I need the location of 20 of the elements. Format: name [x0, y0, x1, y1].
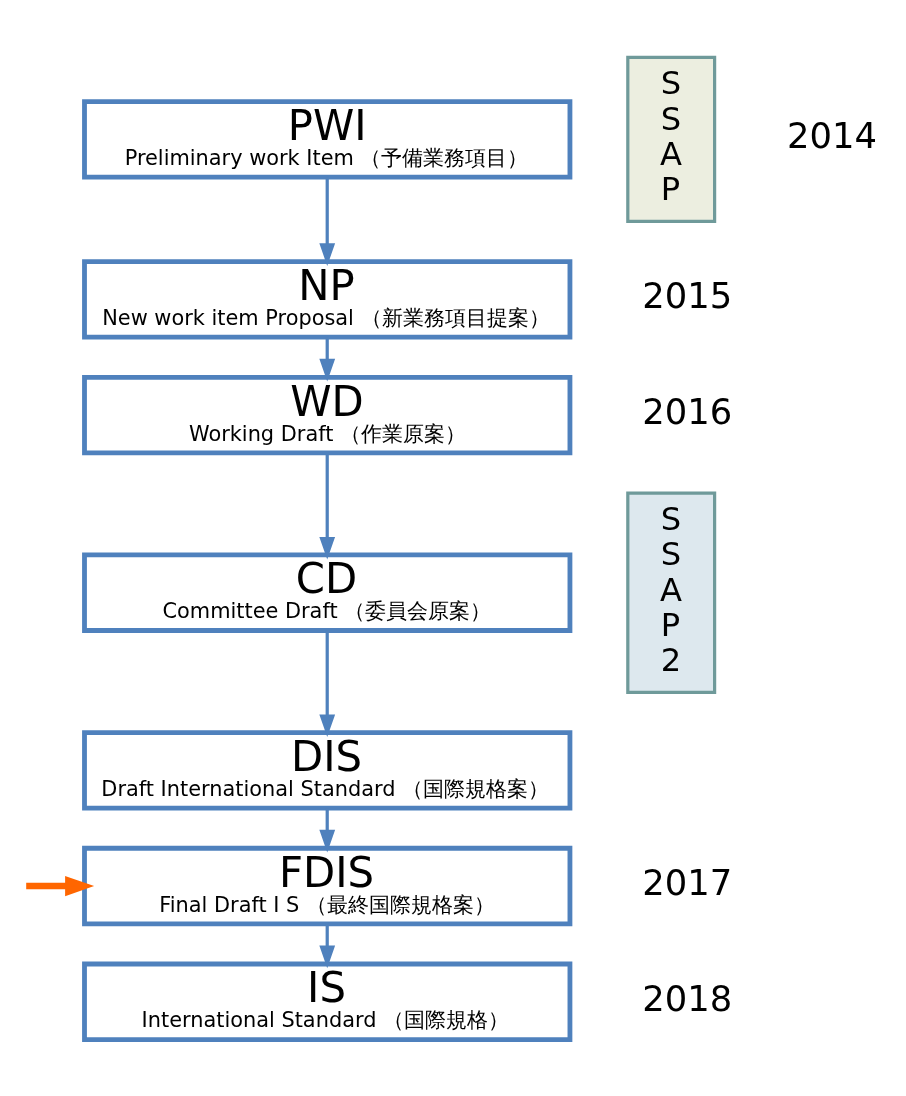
- node-box: WD Working Draft （作業原案）: [82, 374, 573, 455]
- label: 2015: [642, 274, 733, 316]
- label: 2014: [786, 114, 877, 156]
- node-box: CD Committee Draft （委員会原案）: [82, 552, 573, 633]
- node-box: PWI Preliminary work Item （予備業務項目）: [82, 98, 573, 180]
- arrow: [319, 630, 336, 737]
- arrow: [319, 807, 336, 852]
- node-box: FDIS Final Draft I S （最終国際規格案）: [82, 845, 573, 926]
- node-box: DIS Draft International Standard （国際規格案）: [82, 729, 573, 810]
- label: 2018: [642, 977, 733, 1019]
- node-box: IS International Standard （国際規格）: [82, 961, 573, 1042]
- arrow: [319, 176, 336, 266]
- label: 2016: [642, 390, 733, 432]
- arrow: [319, 923, 336, 968]
- node-box: SSAP: [626, 55, 717, 223]
- node-box: SSAP2: [626, 490, 717, 694]
- arrow: [319, 452, 336, 559]
- arrow: [319, 336, 336, 381]
- label: 2017: [642, 861, 733, 903]
- node-box: NP New work item Proposal （新業務項目提案）: [82, 258, 573, 340]
